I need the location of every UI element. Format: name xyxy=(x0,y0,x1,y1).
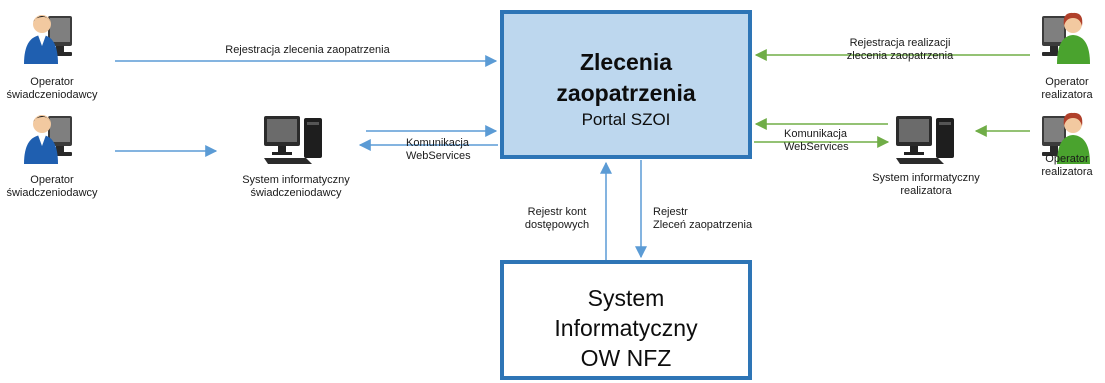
computer-icon xyxy=(896,116,954,164)
nfz-system-box: System Informatyczny OW NFZ xyxy=(500,260,752,380)
operator-real-label-1: Operator realizatora xyxy=(1041,76,1093,101)
edge-label-rejestracja-realizacji: Rejestracja realizacji zlecenia zaopatrz… xyxy=(846,37,954,62)
edge-label-komunikacja-left: Komunikacja WebServices xyxy=(406,137,471,162)
edge-label-rejestr-kont: Rejestr kont dostępowych xyxy=(524,206,590,231)
operator-user-icon xyxy=(1042,112,1090,164)
operator-swiad-label-1: Operator świadczeniodawcy xyxy=(6,76,98,101)
edge-label-rejestr-zlecen: Rejestr Zleceń zaopatrzenia xyxy=(653,206,753,231)
operator-user-icon xyxy=(24,115,72,164)
operator-swiad-label-2: Operator świadczeniodawcy xyxy=(6,174,98,199)
system-real-label: System informatyczny realizatora xyxy=(872,172,980,197)
edge-label-komunikacja-right: Komunikacja WebServices xyxy=(784,128,849,153)
operator-real-label-2: Operator realizatora xyxy=(1041,153,1093,178)
system-swiad-label: System informatyczny świadczeniodawcy xyxy=(242,174,350,199)
operator-user-icon xyxy=(24,15,72,64)
nfz-system-title: System Informatyczny OW NFZ xyxy=(554,285,698,371)
operator-user-icon xyxy=(1042,12,1090,64)
computer-icon xyxy=(264,116,322,164)
portal-szoi-box: Zlecenia zaopatrzenia Portal SZOI xyxy=(500,10,752,159)
portal-subtitle: Portal SZOI xyxy=(581,110,671,129)
portal-title: Zlecenia zaopatrzenia xyxy=(556,49,696,106)
edge-label-rejestracja-zlecenia: Rejestracja zlecenia zaopatrzenia xyxy=(225,44,390,56)
